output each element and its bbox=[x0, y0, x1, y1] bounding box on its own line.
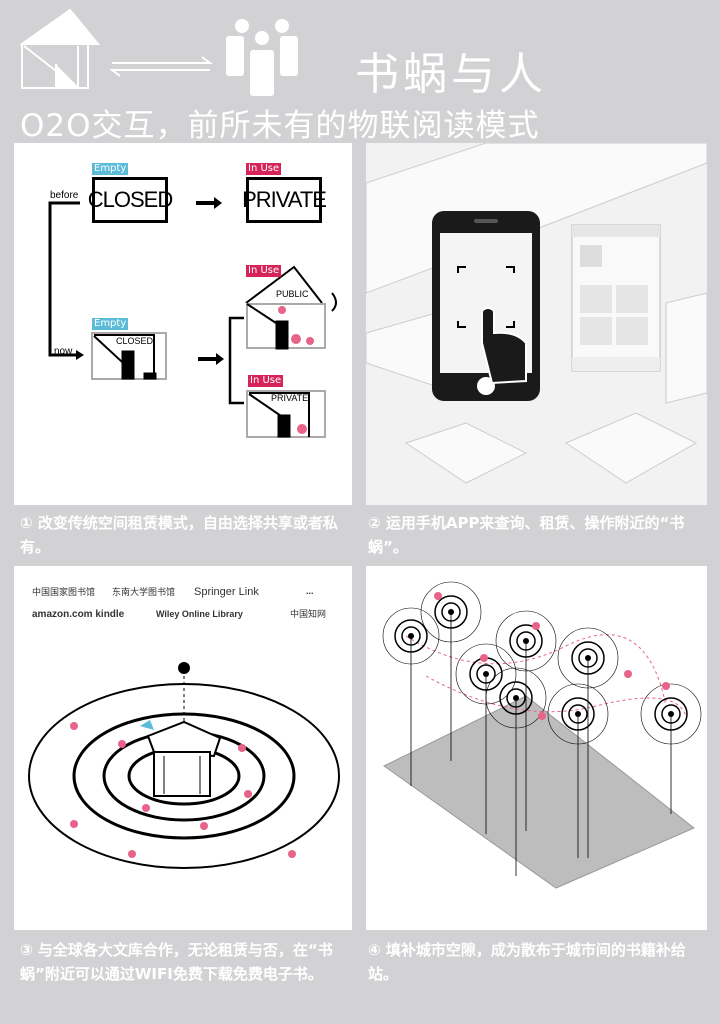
city-phone-illustration bbox=[366, 143, 707, 484]
panel-phone-app bbox=[366, 143, 707, 505]
page-title: 书蜗与人 bbox=[355, 49, 547, 100]
before-label: before bbox=[50, 190, 79, 201]
phone-icon bbox=[432, 211, 540, 401]
header-icons bbox=[20, 8, 298, 96]
empty-tag: Empty bbox=[92, 163, 129, 175]
logo-amazon-kindle: amazon.com kindle bbox=[32, 609, 125, 620]
private-unit bbox=[246, 390, 326, 438]
people-figures bbox=[70, 722, 296, 858]
closed-label: CLOSED bbox=[116, 336, 154, 346]
app-screen bbox=[571, 224, 661, 372]
house-icon bbox=[20, 8, 101, 89]
panel-city-map bbox=[366, 566, 707, 930]
panel-library-wifi: 中国国家图书馆 东南大学图书馆 Springer Link ... amazon… bbox=[14, 566, 352, 930]
public-unit bbox=[245, 265, 337, 350]
globe-icon bbox=[178, 662, 190, 674]
city-network-illustration bbox=[382, 581, 702, 889]
page-subtitle: O2O交互，前所未有的物联阅读模式 bbox=[20, 108, 540, 144]
in-use-tag: In Use bbox=[246, 265, 282, 277]
closed-unit bbox=[91, 332, 167, 380]
private-label: PRIVATE bbox=[271, 393, 309, 403]
logo-nlc: 中国国家图书馆 bbox=[32, 587, 96, 597]
logo-cnki: 中国知网 bbox=[290, 609, 327, 619]
now-label: now bbox=[54, 346, 73, 357]
caption-3: ③ 与全球各大文库合作，无论租赁与否，在“书蜗”附近可以通过WIFI免费下载免费… bbox=[20, 941, 333, 983]
in-use-tag: In Use bbox=[248, 375, 284, 387]
exchange-arrows-icon bbox=[109, 56, 213, 77]
private-box: PRIVATE bbox=[242, 177, 327, 223]
logo-springer: Springer Link bbox=[194, 586, 259, 598]
caption-2: ② 运用手机APP来查询、租赁、操作附近的“书蜗”。 bbox=[368, 514, 685, 556]
in-use-tag: In Use bbox=[246, 163, 282, 175]
panel-space-modes: before now Empty In Use CLOSED PRIVATE I… bbox=[14, 143, 352, 505]
caption-4: ④ 填补城市空隙，成为散布于城市间的书籍补给站。 bbox=[368, 941, 686, 983]
book-snail-pavilion bbox=[146, 720, 222, 797]
wifi-icon bbox=[140, 720, 154, 730]
flow-lines bbox=[48, 197, 337, 438]
caption-1: ① 改变传统空间租赁模式，自由选择共享或者私有。 bbox=[20, 514, 338, 556]
closed-box: CLOSED bbox=[88, 177, 173, 223]
public-label: PUBLIC bbox=[276, 289, 309, 299]
people-icon bbox=[226, 19, 298, 96]
wifi-rings-illustration bbox=[28, 662, 340, 869]
empty-tag: Empty bbox=[92, 318, 129, 330]
logo-wiley: Wiley Online Library bbox=[156, 609, 243, 619]
logo-seu-library: 东南大学图书馆 bbox=[112, 587, 176, 597]
more-logos: ... bbox=[306, 586, 314, 596]
